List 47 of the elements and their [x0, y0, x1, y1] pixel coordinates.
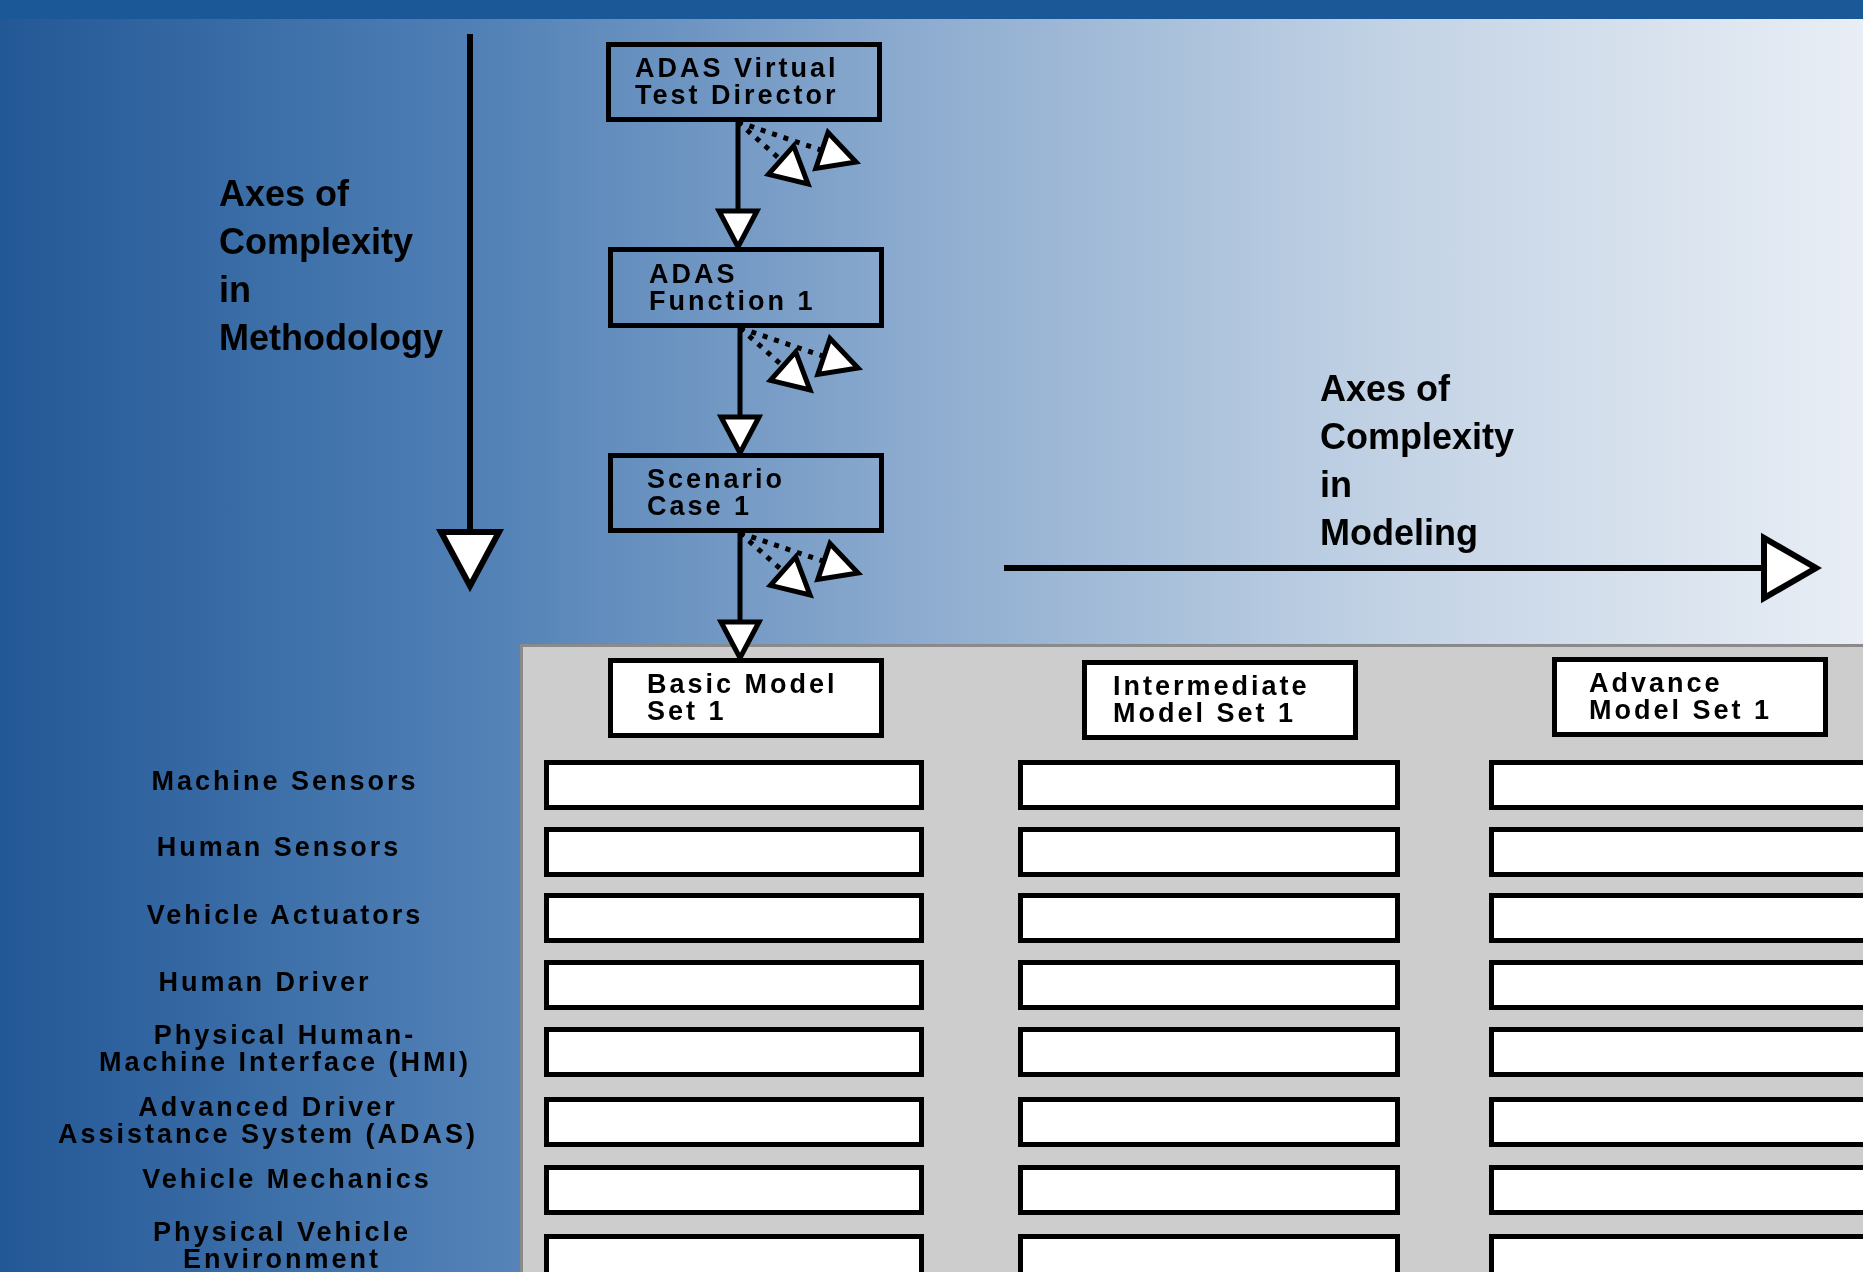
empty-box — [1489, 960, 1863, 1010]
row-label: Human Sensors — [155, 834, 403, 861]
empty-box — [544, 760, 924, 810]
empty-box — [1489, 1165, 1863, 1215]
arrow — [718, 328, 762, 456]
row-label: Vehicle Actuators — [145, 902, 425, 929]
empty-box — [544, 960, 924, 1010]
empty-box — [1018, 1165, 1400, 1215]
row-label: Physical Human- Machine Interface (HMI) — [97, 1022, 473, 1076]
process-box — [606, 42, 882, 122]
row-label: Physical Vehicle Environment — [151, 1219, 413, 1272]
empty-box — [1018, 960, 1400, 1010]
empty-box — [1018, 1234, 1400, 1272]
axis-label: Axes of Complexity in Modeling — [1320, 367, 1516, 555]
empty-box — [544, 1027, 924, 1077]
empty-box — [1018, 1027, 1400, 1077]
empty-box — [544, 1097, 924, 1147]
empty-box — [1489, 893, 1863, 943]
box-label: Intermediate Model Set 1 — [1113, 673, 1311, 727]
row-label: Machine Sensors — [150, 768, 420, 795]
arrow — [716, 122, 760, 250]
empty-box — [1018, 827, 1400, 877]
row-label: Advanced Driver Assistance System (ADAS) — [56, 1094, 480, 1148]
box-label: ADAS Virtual Test Director — [635, 55, 840, 109]
row-label: Human Driver — [157, 969, 373, 996]
empty-box — [544, 827, 924, 877]
empty-box — [544, 893, 924, 943]
row-label: Vehicle Mechanics — [141, 1166, 433, 1193]
process-box — [1552, 657, 1828, 737]
empty-box — [544, 1234, 924, 1272]
box-label: Advance Model Set 1 — [1589, 670, 1774, 724]
empty-box — [1489, 760, 1863, 810]
process-box — [608, 247, 884, 328]
process-box — [608, 453, 884, 533]
process-box — [608, 658, 884, 738]
axis-label: Axes of Complexity in Methodology — [219, 172, 444, 360]
box-label: Scenario Case 1 — [647, 466, 787, 520]
empty-box — [1018, 1097, 1400, 1147]
empty-box — [1018, 760, 1400, 810]
empty-box — [544, 1165, 924, 1215]
process-box — [1082, 660, 1358, 740]
empty-box — [1489, 827, 1863, 877]
box-label: Basic Model Set 1 — [647, 671, 839, 725]
box-label: ADAS Function 1 — [649, 260, 817, 315]
empty-box — [1489, 1097, 1863, 1147]
empty-box — [1489, 1027, 1863, 1077]
empty-box — [1018, 893, 1400, 943]
